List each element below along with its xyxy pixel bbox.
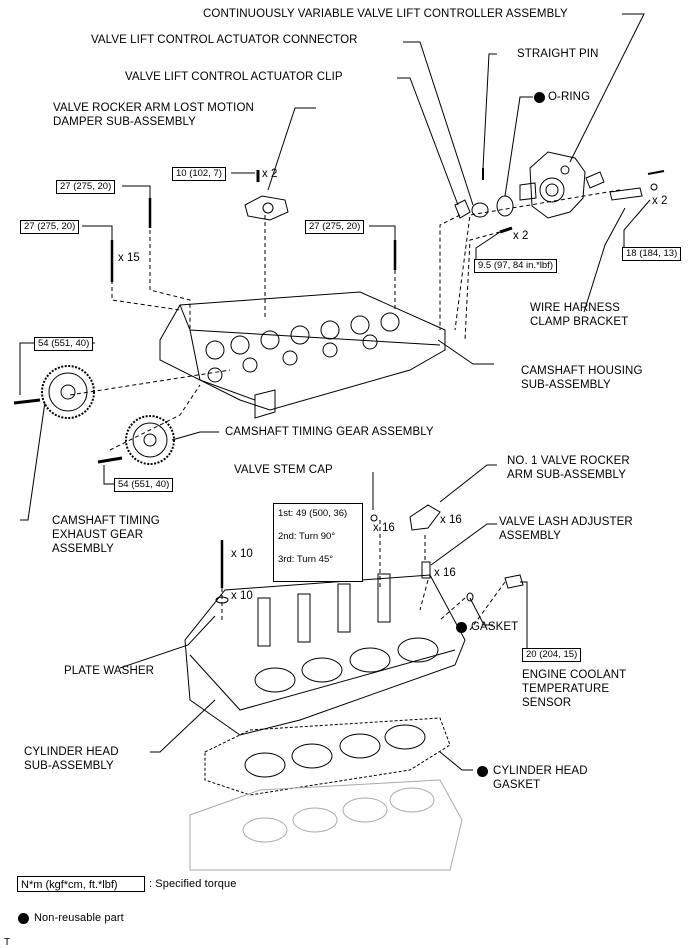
legend-torque-box: N*m (kgf*cm, ft.*lbf) [17, 876, 145, 892]
label-wire-harness-bracket: WIRE HARNESS CLAMP BRACKET [530, 302, 629, 328]
legend-torque-desc: : Specified torque [149, 878, 237, 890]
engine-block-drawing [189, 779, 463, 871]
torque-timing-gear-bolt: 54 (551, 40) [114, 478, 174, 492]
lash-adjuster-drawing [421, 561, 431, 579]
cylinder-head-drawing [184, 573, 466, 736]
lost-motion-damper-drawing [244, 195, 289, 221]
non-reusable-mark [534, 92, 545, 103]
label-actuator-connector: VALVE LIFT CONTROL ACTUATOR CONNECTOR [91, 34, 358, 46]
label-cvvl-controller: CONTINUOUSLY VARIABLE VALVE LIFT CONTROL… [203, 8, 568, 20]
label-camshaft-timing-gear: CAMSHAFT TIMING GEAR ASSEMBLY [225, 426, 434, 438]
non-reusable-mark [456, 622, 467, 633]
camshaft-timing-gear-drawing [97, 415, 175, 465]
torque-bolt-27-b: 27 (275, 20) [20, 220, 80, 234]
camshaft-housing-bolts [110, 198, 397, 588]
torque-bolt-27-a: 27 (275, 20) [56, 180, 116, 194]
label-valve-stem-cap: VALVE STEM CAP [234, 464, 333, 476]
qty-plate-washer: x 10 [231, 590, 253, 602]
torque-bracket-bolt: 18 (184, 13) [622, 247, 682, 261]
torque-step-2: 2nd: Turn 90° [278, 531, 336, 542]
torque-coolant-sensor: 20 (204, 15) [522, 648, 582, 662]
wire-harness-bracket-drawing [609, 187, 643, 201]
label-actuator-clip: VALVE LIFT CONTROL ACTUATOR CLIP [125, 71, 343, 83]
non-reusable-mark [477, 766, 488, 777]
qty-lash-adjuster: x 16 [434, 567, 456, 579]
label-plate-washer: PLATE WASHER [64, 665, 155, 677]
label-coolant-temp-sensor: ENGINE COOLANT TEMPERATURE SENSOR [522, 669, 627, 709]
torque-step-3: 3rd: Turn 45° [278, 554, 334, 565]
torque-actuator-bolt: 9.5 (97, 84 in.*lbf) [474, 259, 557, 273]
cvvl-controller-drawing [519, 151, 605, 219]
camshaft-exhaust-gear-drawing [13, 365, 95, 419]
assembly-paths [69, 189, 621, 631]
coolant-sensor-drawing [504, 574, 524, 589]
label-o-ring: O-RING [548, 91, 591, 103]
torque-exhaust-gear-bolt: 54 (551, 40) [34, 337, 94, 351]
valve-stem-cap-drawing [370, 514, 378, 522]
legend-non-reusable-icon [18, 913, 29, 924]
leader-lines [19, 13, 651, 771]
label-lost-motion-damper: VALVE ROCKER ARM LOST MOTION DAMPER SUB-… [53, 102, 254, 128]
qty-bracket-bolt: x 2 [652, 195, 668, 207]
qty-straight-pin: x 2 [513, 230, 529, 242]
rocker-arm-drawing [409, 504, 441, 531]
label-gasket: GASKET [471, 621, 519, 633]
qty-housing-bolt: x 15 [118, 252, 140, 264]
actuator-connector-drawing [471, 202, 489, 218]
o-ring-drawing [496, 195, 514, 217]
label-cylinder-head: CYLINDER HEAD SUB-ASSEMBLY [24, 746, 119, 772]
label-straight-pin: STRAIGHT PIN [517, 48, 599, 60]
label-camshaft-housing: CAMSHAFT HOUSING SUB-ASSEMBLY [521, 365, 643, 391]
legend-non-reusable: Non-reusable part [34, 912, 124, 924]
label-cylinder-head-gasket: CYLINDER HEAD GASKET [493, 765, 588, 791]
torque-step-1: 1st: 49 (500, 36) [278, 508, 348, 519]
corner-mark: T [4, 937, 11, 948]
actuator-clip-drawing [454, 199, 471, 219]
label-camshaft-exhaust-gear: CAMSHAFT TIMING EXHAUST GEAR ASSEMBLY [52, 515, 160, 555]
label-no1-rocker-arm: NO. 1 VALVE ROCKER ARM SUB-ASSEMBLY [507, 455, 630, 481]
cylinder-head-gasket-drawing [204, 717, 451, 796]
gasket-drawing [466, 592, 474, 602]
qty-rocker-arm: x 16 [440, 514, 462, 526]
torque-bolt-27-c: 27 (275, 20) [305, 220, 365, 234]
label-valve-lash-adjuster: VALVE LASH ADJUSTER ASSEMBLY [499, 516, 633, 542]
qty-damper-bolt: x 2 [262, 168, 278, 180]
qty-valve-stem-cap: x 16 [373, 522, 395, 534]
torque-damper-bolt: 10 (102, 7) [172, 167, 226, 181]
camshaft-housing-drawing [159, 291, 446, 419]
torque-head-bolt-steps: 1st: 49 (500, 36) 2nd: Turn 90° 3rd: Tur… [273, 503, 363, 582]
small-pin-drawing [499, 226, 513, 234]
qty-head-bolt: x 10 [231, 548, 253, 560]
plate-washer-drawing [215, 596, 229, 604]
